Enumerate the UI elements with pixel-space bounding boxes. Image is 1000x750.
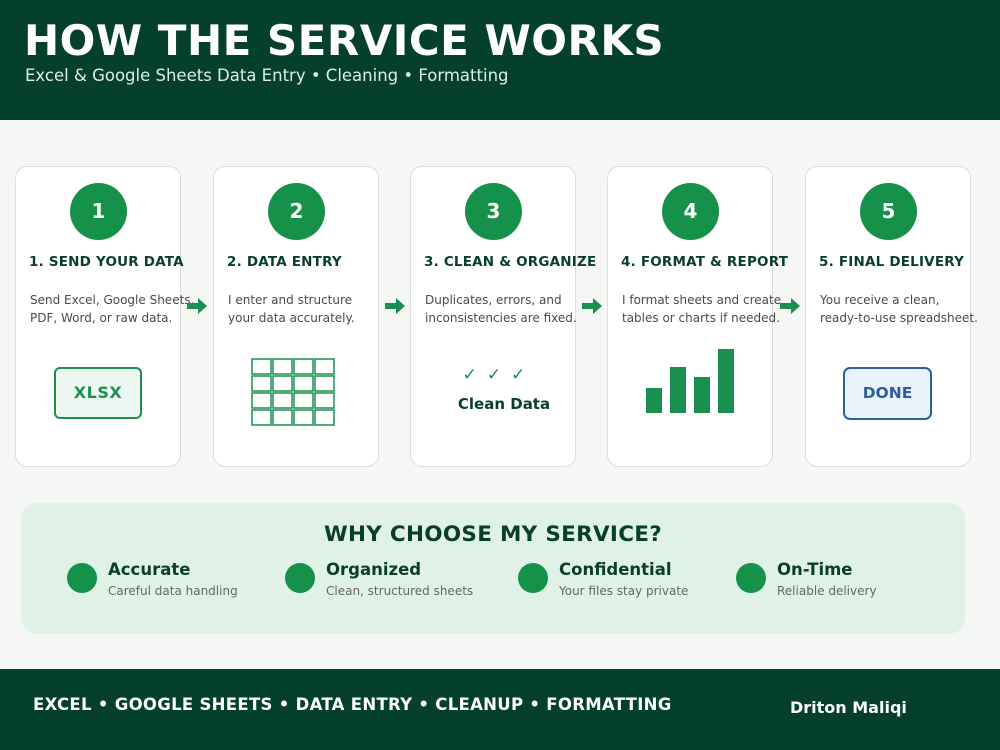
why-choose-title: WHY CHOOSE MY SERVICE? bbox=[323, 522, 663, 547]
step-title: 5. FINAL DELIVERY bbox=[819, 254, 965, 270]
bar-chart-icon bbox=[646, 349, 734, 413]
step-description: Duplicates, errors, and inconsistencies … bbox=[425, 293, 577, 325]
step-number-badge: 4 bbox=[662, 183, 719, 240]
step-description: I enter and structure your data accurate… bbox=[228, 293, 355, 325]
feature-title: Organized bbox=[326, 560, 422, 579]
arrow-right-icon bbox=[582, 298, 602, 314]
step-description: I format sheets and create tables or cha… bbox=[622, 293, 782, 325]
step-card-5: 5 5. FINAL DELIVERY You receive a clean,… bbox=[805, 166, 978, 467]
spreadsheet-grid-icon bbox=[251, 358, 335, 426]
footer-banner: EXCEL • GOOGLE SHEETS • DATA ENTRY • CLE… bbox=[0, 669, 1000, 750]
feature-description: Careful data handling bbox=[108, 584, 238, 598]
step-description: Send Excel, Google Sheets, PDF, Word, or… bbox=[30, 293, 195, 325]
arrow-right-icon bbox=[187, 298, 207, 314]
step-number-badge: 3 bbox=[465, 183, 522, 240]
feature-description: Your files stay private bbox=[559, 584, 689, 598]
feature-dot-icon bbox=[518, 563, 548, 593]
step-title: 1. SEND YOUR DATA bbox=[29, 254, 184, 270]
feature-description: Reliable delivery bbox=[777, 584, 877, 598]
footer-tags: EXCEL • GOOGLE SHEETS • DATA ENTRY • CLE… bbox=[33, 695, 672, 714]
feature-dot-icon bbox=[285, 563, 315, 593]
feature-dot-icon bbox=[67, 563, 97, 593]
arrow-right-icon bbox=[780, 298, 800, 314]
clean-data-label: Clean Data bbox=[457, 395, 551, 413]
feature-dot-icon bbox=[736, 563, 766, 593]
step-number-badge: 1 bbox=[70, 183, 127, 240]
feature-title: Accurate bbox=[108, 560, 191, 579]
step-card-4: 4 4. FORMAT & REPORT I format sheets and… bbox=[607, 166, 788, 467]
checkmarks-icon: ✓✓✓ bbox=[462, 365, 536, 385]
step-card-2: 2 2. DATA ENTRY I enter and structure yo… bbox=[213, 166, 379, 467]
step-title: 4. FORMAT & REPORT bbox=[621, 254, 789, 270]
feature-title: Confidential bbox=[559, 560, 672, 579]
arrow-right-icon bbox=[385, 298, 405, 314]
step-title: 3. CLEAN & ORGANIZE bbox=[424, 254, 597, 270]
why-choose-section: WHY CHOOSE MY SERVICE? Accurate Careful … bbox=[21, 503, 965, 634]
step-card-1: 1 1. SEND YOUR DATA Send Excel, Google S… bbox=[15, 166, 194, 467]
page-title: HOW THE SERVICE WORKS bbox=[24, 16, 665, 65]
page-subtitle: Excel & Google Sheets Data Entry • Clean… bbox=[25, 66, 509, 85]
header-banner: HOW THE SERVICE WORKS Excel & Google She… bbox=[0, 0, 1000, 120]
author-name: Driton Maliqi bbox=[790, 698, 907, 717]
step-number-badge: 5 bbox=[860, 183, 917, 240]
step-card-3: 3 3. CLEAN & ORGANIZE Duplicates, errors… bbox=[410, 166, 596, 467]
step-number-badge: 2 bbox=[268, 183, 325, 240]
step-description: You receive a clean, ready-to-use spread… bbox=[820, 293, 978, 325]
feature-description: Clean, structured sheets bbox=[326, 584, 474, 598]
feature-title: On-Time bbox=[777, 560, 853, 579]
step-title: 2. DATA ENTRY bbox=[227, 254, 342, 270]
done-badge: DONE bbox=[843, 367, 932, 420]
xlsx-file-icon: XLSX bbox=[54, 367, 142, 419]
